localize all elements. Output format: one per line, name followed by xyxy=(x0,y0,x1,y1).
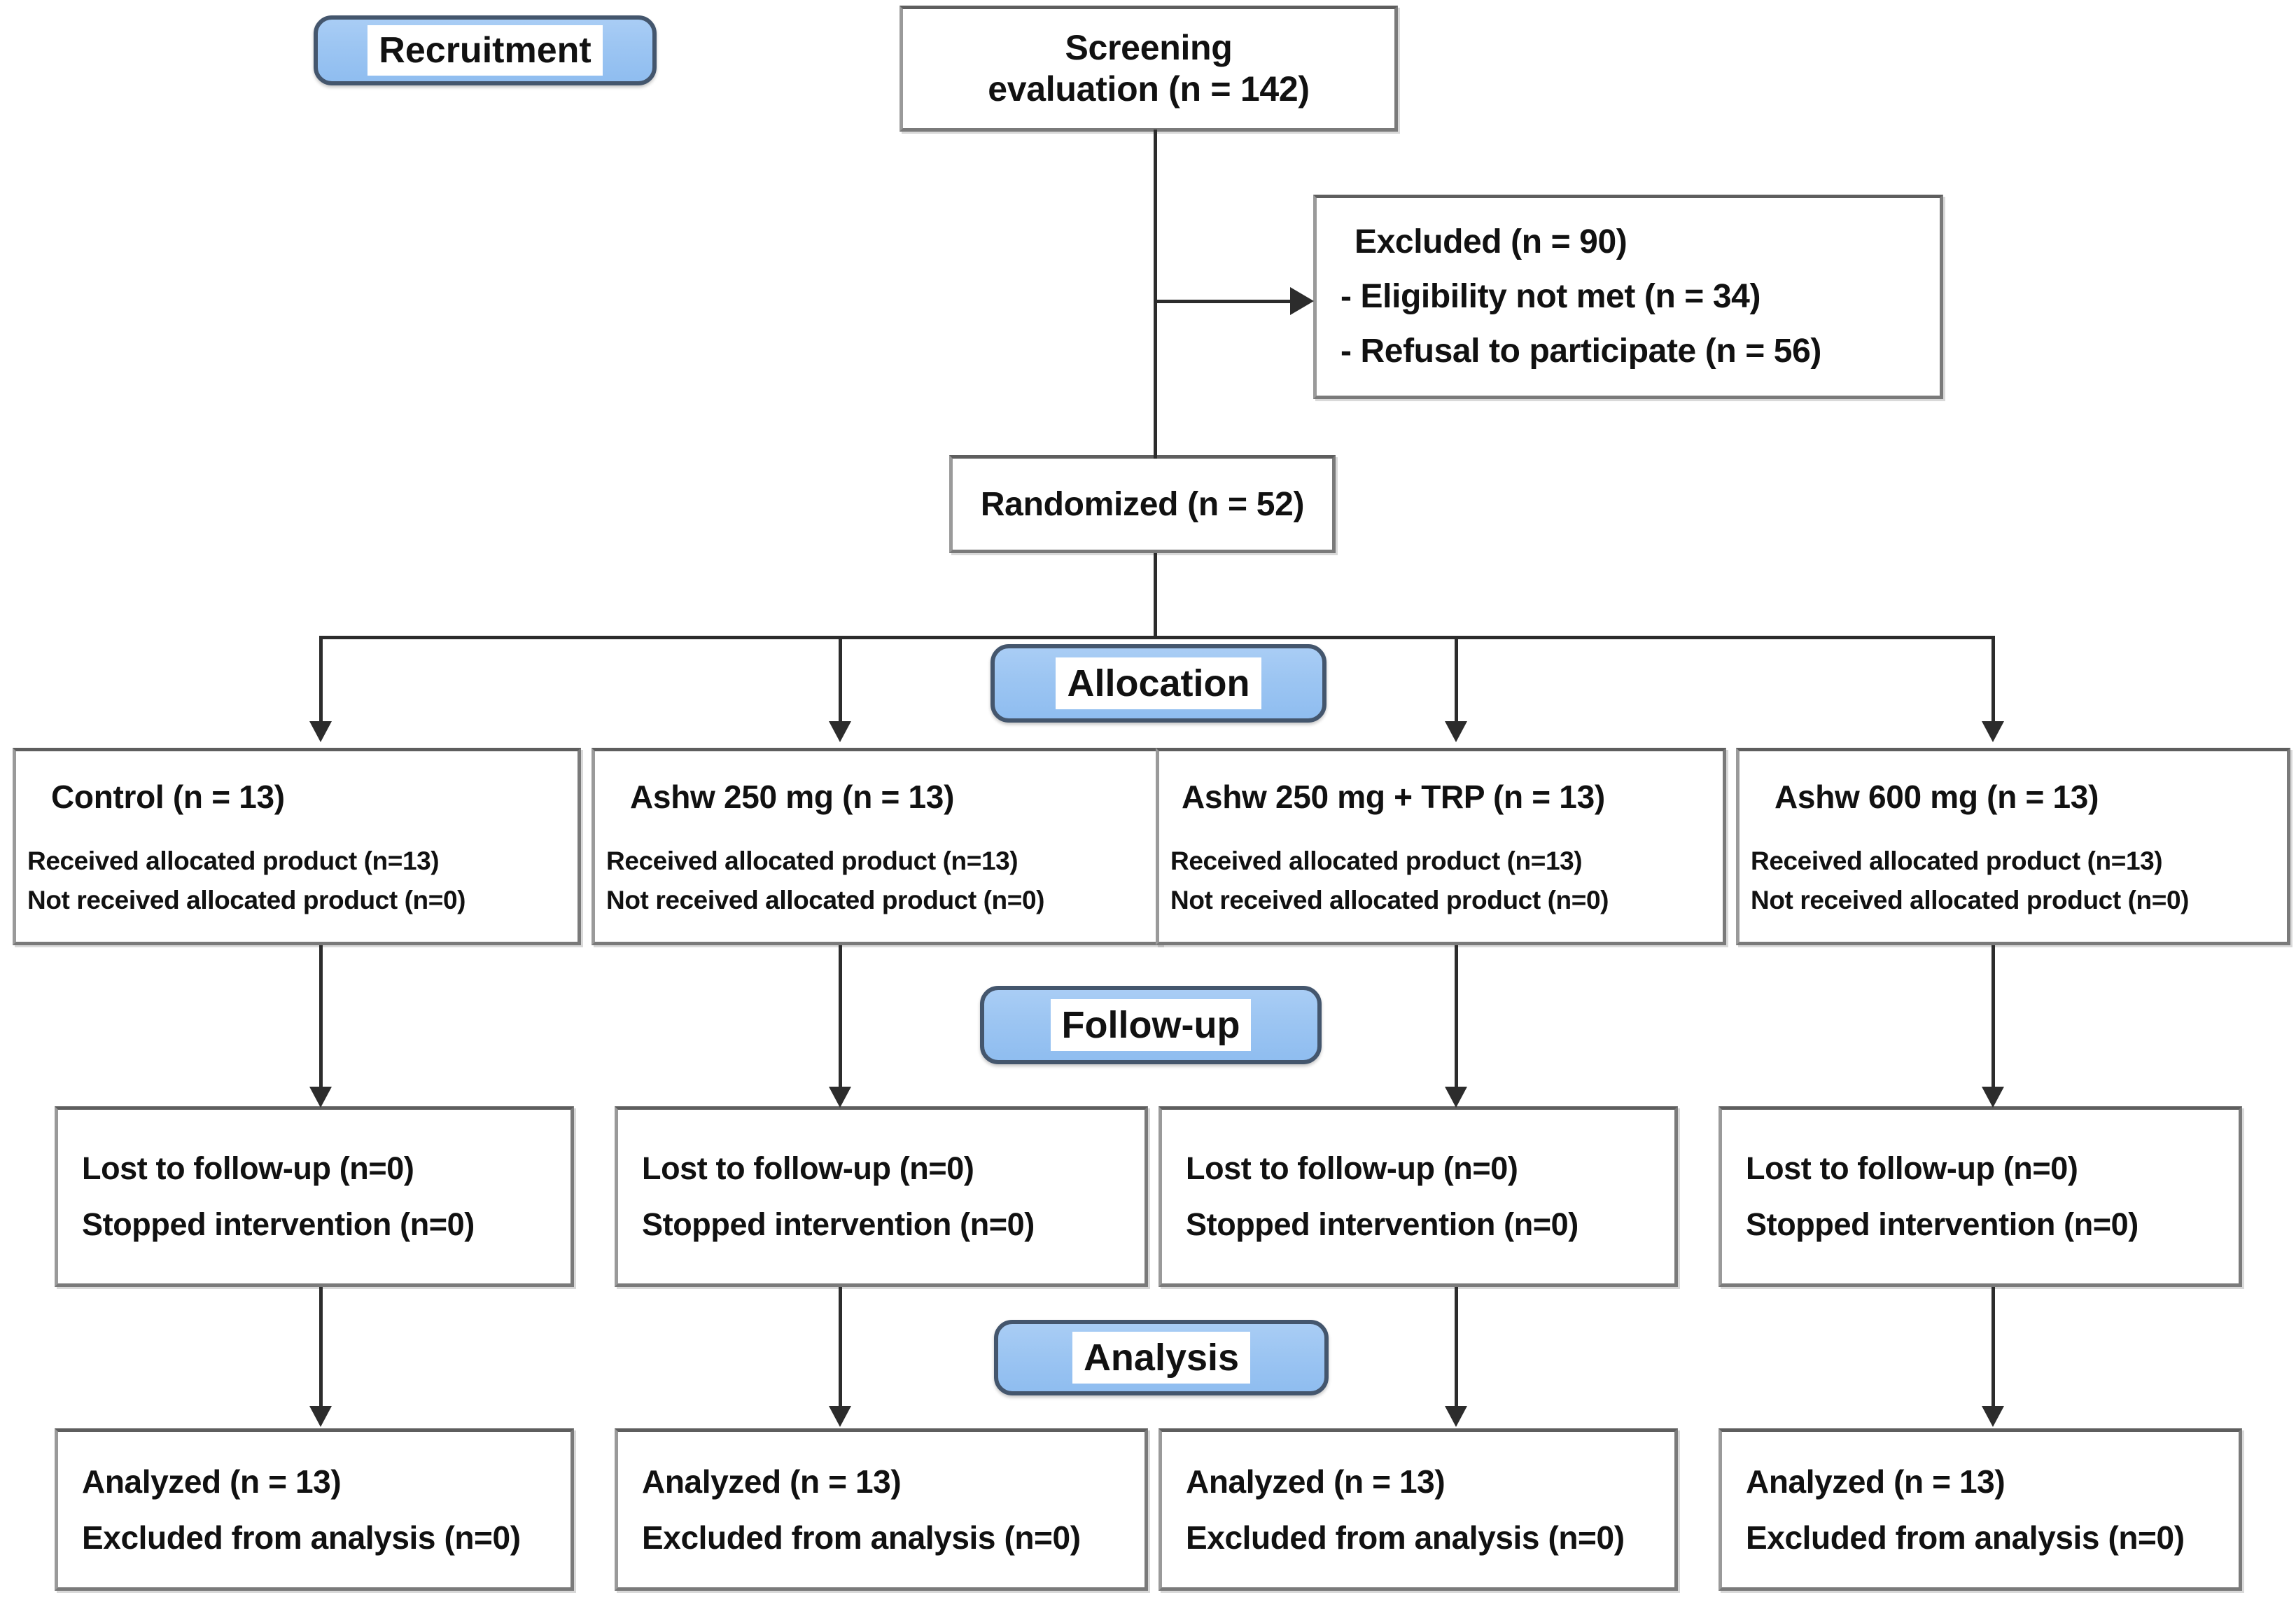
allocation-received-ashw250: Received allocated product (n=13) xyxy=(606,847,1018,875)
analysis-excluded-3: Excluded from analysis (n=0) xyxy=(1186,1519,1625,1556)
allocation-received-control: Received allocated product (n=13) xyxy=(27,847,440,875)
analysis-analyzed-1: Analyzed (n = 13) xyxy=(82,1463,342,1500)
arrow-alloc-3 xyxy=(1445,721,1467,742)
allocation-title-ashw600: Ashw 600 mg (n = 13) xyxy=(1774,779,2099,815)
analysis-excluded-1: Excluded from analysis (n=0) xyxy=(82,1519,521,1556)
followup-stopped-2: Stopped intervention (n=0) xyxy=(642,1206,1035,1242)
followup-lost-2: Lost to follow-up (n=0) xyxy=(642,1150,974,1186)
arrow-analysis-1 xyxy=(309,1406,332,1427)
connector-screening-to-randomized xyxy=(1154,130,1157,459)
connector-followup-to-analysis-2 xyxy=(839,1287,842,1407)
analysis-excluded-4: Excluded from analysis (n=0) xyxy=(1746,1519,2185,1556)
connector-followup-to-analysis-1 xyxy=(319,1287,323,1407)
excluded-item-2: - Refusal to participate (n = 56) xyxy=(1340,333,1821,370)
connector-followup-to-analysis-4 xyxy=(1991,1287,1995,1407)
connector-alloc-to-followup-4 xyxy=(1991,945,1995,1089)
allocation-received-ashw600: Received allocated product (n=13) xyxy=(1751,847,2163,875)
randomized-box: Randomized (n = 52) xyxy=(949,455,1336,553)
allocation-box-ashw600: Ashw 600 mg (n = 13) Received allocated … xyxy=(1736,748,2290,945)
allocation-title-ashw250-trp: Ashw 250 mg + TRP (n = 13) xyxy=(1182,779,1605,815)
arrow-alloc-4 xyxy=(1982,721,2004,742)
connector-randomized-down xyxy=(1154,553,1157,639)
arrow-to-excluded xyxy=(1290,287,1314,315)
stage-badge-analysis-label: Analysis xyxy=(1072,1332,1251,1384)
stage-badge-followup[interactable]: Follow-up xyxy=(980,986,1322,1064)
analysis-box-3: Analyzed (n = 13) Excluded from analysis… xyxy=(1158,1428,1678,1591)
analysis-analyzed-3: Analyzed (n = 13) xyxy=(1186,1463,1446,1500)
followup-box-2: Lost to follow-up (n=0) Stopped interven… xyxy=(615,1106,1148,1287)
analysis-excluded-2: Excluded from analysis (n=0) xyxy=(642,1519,1081,1556)
excluded-box: Excluded (n = 90) - Eligibility not met … xyxy=(1313,195,1943,399)
followup-box-3: Lost to follow-up (n=0) Stopped interven… xyxy=(1158,1106,1678,1287)
connector-bus-to-alloc-4 xyxy=(1991,636,1995,723)
followup-lost-3: Lost to follow-up (n=0) xyxy=(1186,1150,1518,1186)
excluded-item-1: - Eligibility not met (n = 34) xyxy=(1340,278,1761,315)
randomized-label: Randomized (n = 52) xyxy=(980,485,1305,523)
followup-lost-4: Lost to follow-up (n=0) xyxy=(1746,1150,2078,1186)
connector-bus-to-alloc-2 xyxy=(839,636,842,723)
followup-stopped-1: Stopped intervention (n=0) xyxy=(82,1206,475,1242)
allocation-title-control: Control (n = 13) xyxy=(51,779,285,815)
connector-to-excluded xyxy=(1154,300,1294,303)
followup-box-1: Lost to follow-up (n=0) Stopped interven… xyxy=(55,1106,574,1287)
followup-lost-1: Lost to follow-up (n=0) xyxy=(82,1150,414,1186)
allocation-title-ashw250: Ashw 250 mg (n = 13) xyxy=(630,779,955,815)
stage-badge-allocation[interactable]: Allocation xyxy=(990,644,1326,723)
allocation-not-received-control: Not received allocated product (n=0) xyxy=(27,886,466,914)
followup-box-4: Lost to follow-up (n=0) Stopped interven… xyxy=(1718,1106,2242,1287)
arrow-analysis-2 xyxy=(829,1406,851,1427)
arrow-analysis-3 xyxy=(1445,1406,1467,1427)
analysis-analyzed-4: Analyzed (n = 13) xyxy=(1746,1463,2005,1500)
arrow-analysis-4 xyxy=(1982,1406,2004,1427)
stage-badge-recruitment-label: Recruitment xyxy=(368,25,603,76)
allocation-not-received-ashw600: Not received allocated product (n=0) xyxy=(1751,886,2190,914)
arrow-followup-1 xyxy=(309,1087,332,1108)
arrow-alloc-1 xyxy=(309,721,332,742)
analysis-box-4: Analyzed (n = 13) Excluded from analysis… xyxy=(1718,1428,2242,1591)
screening-line-2: evaluation (n = 142) xyxy=(988,69,1310,109)
allocation-box-control: Control (n = 13) Received allocated prod… xyxy=(13,748,581,945)
stage-badge-followup-label: Follow-up xyxy=(1050,999,1252,1051)
allocation-not-received-ashw250-trp: Not received allocated product (n=0) xyxy=(1170,886,1609,914)
followup-stopped-3: Stopped intervention (n=0) xyxy=(1186,1206,1578,1242)
stage-badge-analysis[interactable]: Analysis xyxy=(994,1320,1329,1395)
allocation-box-ashw250: Ashw 250 mg (n = 13) Received allocated … xyxy=(592,748,1162,945)
followup-stopped-4: Stopped intervention (n=0) xyxy=(1746,1206,2138,1242)
allocation-received-ashw250-trp: Received allocated product (n=13) xyxy=(1170,847,1583,875)
analysis-box-2: Analyzed (n = 13) Excluded from analysis… xyxy=(615,1428,1148,1591)
analysis-box-1: Analyzed (n = 13) Excluded from analysis… xyxy=(55,1428,574,1591)
stage-badge-allocation-label: Allocation xyxy=(1056,657,1261,709)
screening-line-1: Screening xyxy=(1065,28,1233,67)
arrow-alloc-2 xyxy=(829,721,851,742)
arrow-followup-2 xyxy=(829,1087,851,1108)
excluded-heading: Excluded (n = 90) xyxy=(1354,223,1628,260)
connector-bus-to-alloc-3 xyxy=(1455,636,1458,723)
connector-followup-to-analysis-3 xyxy=(1455,1287,1458,1407)
connector-allocation-bus xyxy=(319,636,1995,639)
screening-box: Screening evaluation (n = 142) xyxy=(899,6,1398,132)
connector-bus-to-alloc-1 xyxy=(319,636,323,723)
connector-alloc-to-followup-1 xyxy=(319,945,323,1089)
arrow-followup-4 xyxy=(1982,1087,2004,1108)
allocation-box-ashw250-trp: Ashw 250 mg + TRP (n = 13) Received allo… xyxy=(1156,748,1726,945)
connector-alloc-to-followup-3 xyxy=(1455,945,1458,1089)
analysis-analyzed-2: Analyzed (n = 13) xyxy=(642,1463,902,1500)
allocation-not-received-ashw250: Not received allocated product (n=0) xyxy=(606,886,1045,914)
arrow-followup-3 xyxy=(1445,1087,1467,1108)
connector-alloc-to-followup-2 xyxy=(839,945,842,1089)
stage-badge-recruitment[interactable]: Recruitment xyxy=(314,15,657,85)
